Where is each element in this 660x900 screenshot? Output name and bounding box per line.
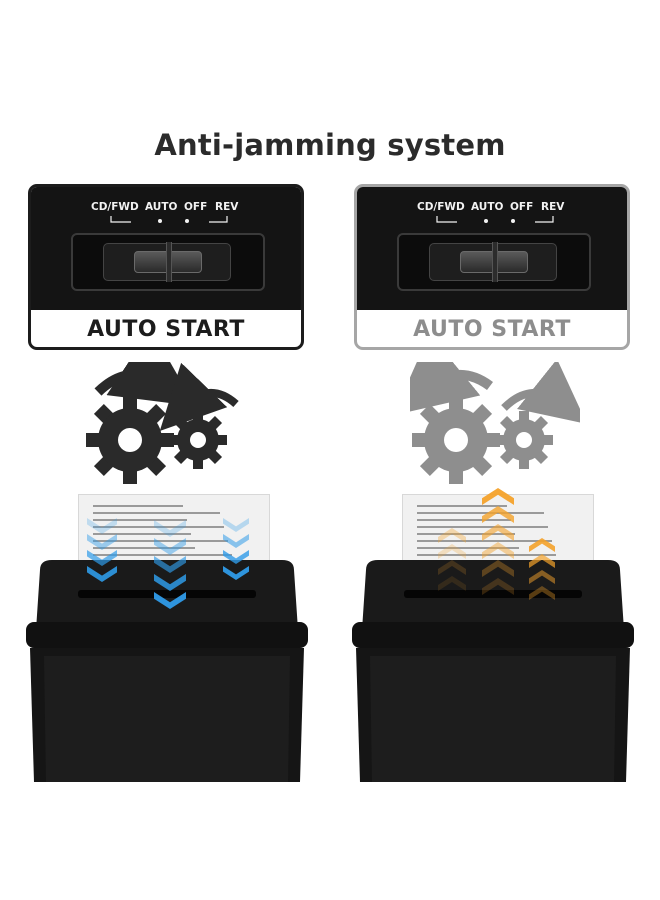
chevron-down-icon — [87, 518, 117, 534]
chevron-up-icon — [482, 560, 514, 577]
chevron-down-icon — [223, 550, 249, 564]
rotation-arrow-icon — [94, 362, 196, 407]
switch-knob[interactable] — [460, 242, 528, 282]
chevron-up-icon — [529, 586, 555, 600]
chevron-down-icon — [154, 538, 186, 555]
chevron-down-icon — [223, 518, 249, 532]
chevron-up-icon — [438, 560, 466, 575]
panel-label-auto-start: AUTO START — [413, 317, 571, 342]
mode-labels: CD/FWD AUTO OFF REV — [91, 201, 247, 227]
mode-label-auto: AUTO — [145, 201, 178, 213]
mode-label-cd-fwd: CD/FWD — [417, 201, 465, 213]
rotation-arrow-icon — [159, 362, 239, 432]
switch-knob[interactable] — [134, 242, 202, 282]
chevron-down-icon — [87, 566, 117, 582]
paper-text-line — [417, 554, 556, 556]
paper-text-line — [417, 533, 515, 535]
paper-text-line — [93, 533, 191, 535]
chevron-up-icon — [529, 570, 555, 584]
mode-label-rev: REV — [541, 201, 565, 213]
gears-reverse-icon — [410, 362, 580, 484]
paper-text-line — [417, 512, 544, 514]
mode-label-off: OFF — [184, 201, 208, 213]
chevron-up-icon — [438, 576, 466, 591]
paper-text-line — [417, 526, 548, 528]
chevron-up-icon — [438, 488, 555, 600]
mode-indicator-dots-icon — [436, 216, 554, 223]
mode-label-rev: REV — [215, 201, 239, 213]
paper-text-line — [93, 519, 187, 521]
page-title: Anti-jamming system — [154, 128, 506, 162]
mode-switch[interactable] — [397, 233, 591, 291]
mode-switch[interactable] — [71, 233, 265, 291]
gear-icon — [495, 411, 553, 469]
paper-text-line — [417, 540, 552, 542]
chevron-down-icon — [223, 534, 249, 548]
chevron-down-icon — [87, 518, 249, 609]
paper-text-line — [417, 505, 507, 507]
gear-icon — [412, 396, 500, 484]
rotation-arrow-icon — [410, 362, 493, 416]
chevron-down-icon — [87, 534, 117, 550]
chevron-up-icon — [438, 544, 466, 559]
gear-icon — [169, 411, 227, 469]
mode-panel-left: CD/FWD AUTO OFF REV AUTO START — [28, 184, 304, 350]
gears-forward-icon — [86, 362, 239, 484]
chevron-up-icon — [482, 524, 514, 541]
chevron-up-icon — [438, 528, 466, 543]
chevron-down-icon — [154, 592, 186, 609]
control-panel-top: CD/FWD AUTO OFF REV — [357, 187, 627, 310]
chevron-down-icon — [154, 520, 186, 537]
mode-labels: CD/FWD AUTO OFF REV — [417, 201, 573, 227]
paper-text-line — [93, 554, 232, 556]
paper-text-line — [93, 512, 220, 514]
chevron-up-icon — [482, 578, 514, 595]
chevron-down-icon — [223, 566, 249, 580]
paper-text-line — [417, 547, 519, 549]
chevron-down-icon — [154, 556, 186, 573]
mode-label-auto: AUTO — [471, 201, 504, 213]
chevron-up-icon — [529, 554, 555, 568]
paper-text-line — [93, 505, 183, 507]
mode-label-off: OFF — [510, 201, 534, 213]
mode-indicator-dots-icon — [110, 216, 228, 223]
paper-text-line — [93, 540, 228, 542]
gear-icon — [86, 396, 174, 484]
mode-label-cd-fwd: CD/FWD — [91, 201, 139, 213]
paper-text-line — [93, 526, 224, 528]
paper-text-line — [417, 519, 511, 521]
panel-label-auto-start: AUTO START — [87, 317, 245, 342]
chevron-down-icon — [87, 550, 117, 566]
chevron-down-icon — [154, 574, 186, 591]
mode-panel-right: CD/FWD AUTO OFF REV AUTO START — [354, 184, 630, 350]
paper-text-line — [93, 547, 195, 549]
shredder-bin-image — [352, 560, 634, 782]
chevron-up-icon — [482, 506, 514, 523]
control-panel-top: CD/FWD AUTO OFF REV — [31, 187, 301, 310]
rotation-arrow-icon — [501, 362, 580, 424]
chevron-up-icon — [482, 542, 514, 559]
chevron-up-icon — [482, 488, 514, 505]
chevron-up-icon — [529, 538, 555, 552]
